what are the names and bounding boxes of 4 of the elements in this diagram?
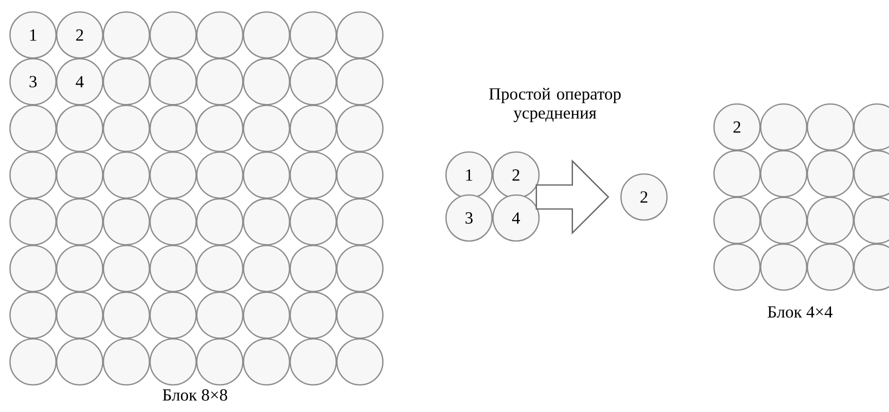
block-arrow bbox=[536, 159, 610, 235]
block-caption: Блок 4×4 bbox=[768, 306, 833, 318]
caption-text: Простой оператор усреднения bbox=[489, 88, 621, 122]
block-caption: Блок 8×8 bbox=[162, 389, 228, 401]
